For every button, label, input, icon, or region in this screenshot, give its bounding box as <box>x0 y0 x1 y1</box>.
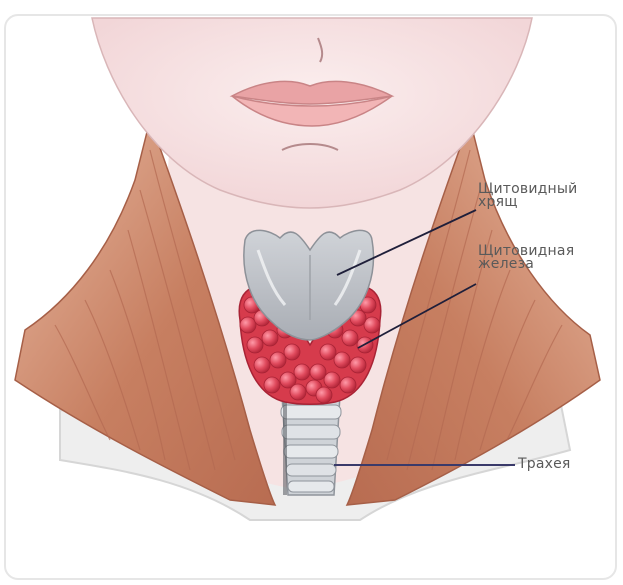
label-thyroid-cartilage: Щитовидный хрящ <box>478 183 577 209</box>
trachea <box>281 395 341 495</box>
thyroid-lobule <box>364 317 380 333</box>
thyroid-lobule <box>310 364 326 380</box>
thyroid-lobule <box>334 352 350 368</box>
label-thyroid-gland: Щитовидная железа <box>478 245 574 271</box>
thyroid-lobule <box>270 352 286 368</box>
thyroid-lobule <box>290 384 306 400</box>
thyroid-lobule <box>316 387 332 403</box>
label-trachea: Трахея <box>518 458 571 471</box>
label-thyroid-gland-line2: железа <box>478 258 574 271</box>
thyroid-lobule <box>264 377 280 393</box>
thyroid-lobule <box>320 344 336 360</box>
thyroid-lobule <box>342 330 358 346</box>
thyroid-lobule <box>324 372 340 388</box>
label-thyroid-cartilage-line2: хрящ <box>478 196 577 209</box>
thyroid-lobule <box>294 364 310 380</box>
thyroid-lobule <box>284 344 300 360</box>
thyroid-lobule <box>247 337 263 353</box>
thyroid-lobule <box>262 330 278 346</box>
thyroid-lobule <box>340 377 356 393</box>
thyroid-lobule <box>254 357 270 373</box>
thyroid-lobule <box>240 317 256 333</box>
thyroid-lobule <box>350 357 366 373</box>
